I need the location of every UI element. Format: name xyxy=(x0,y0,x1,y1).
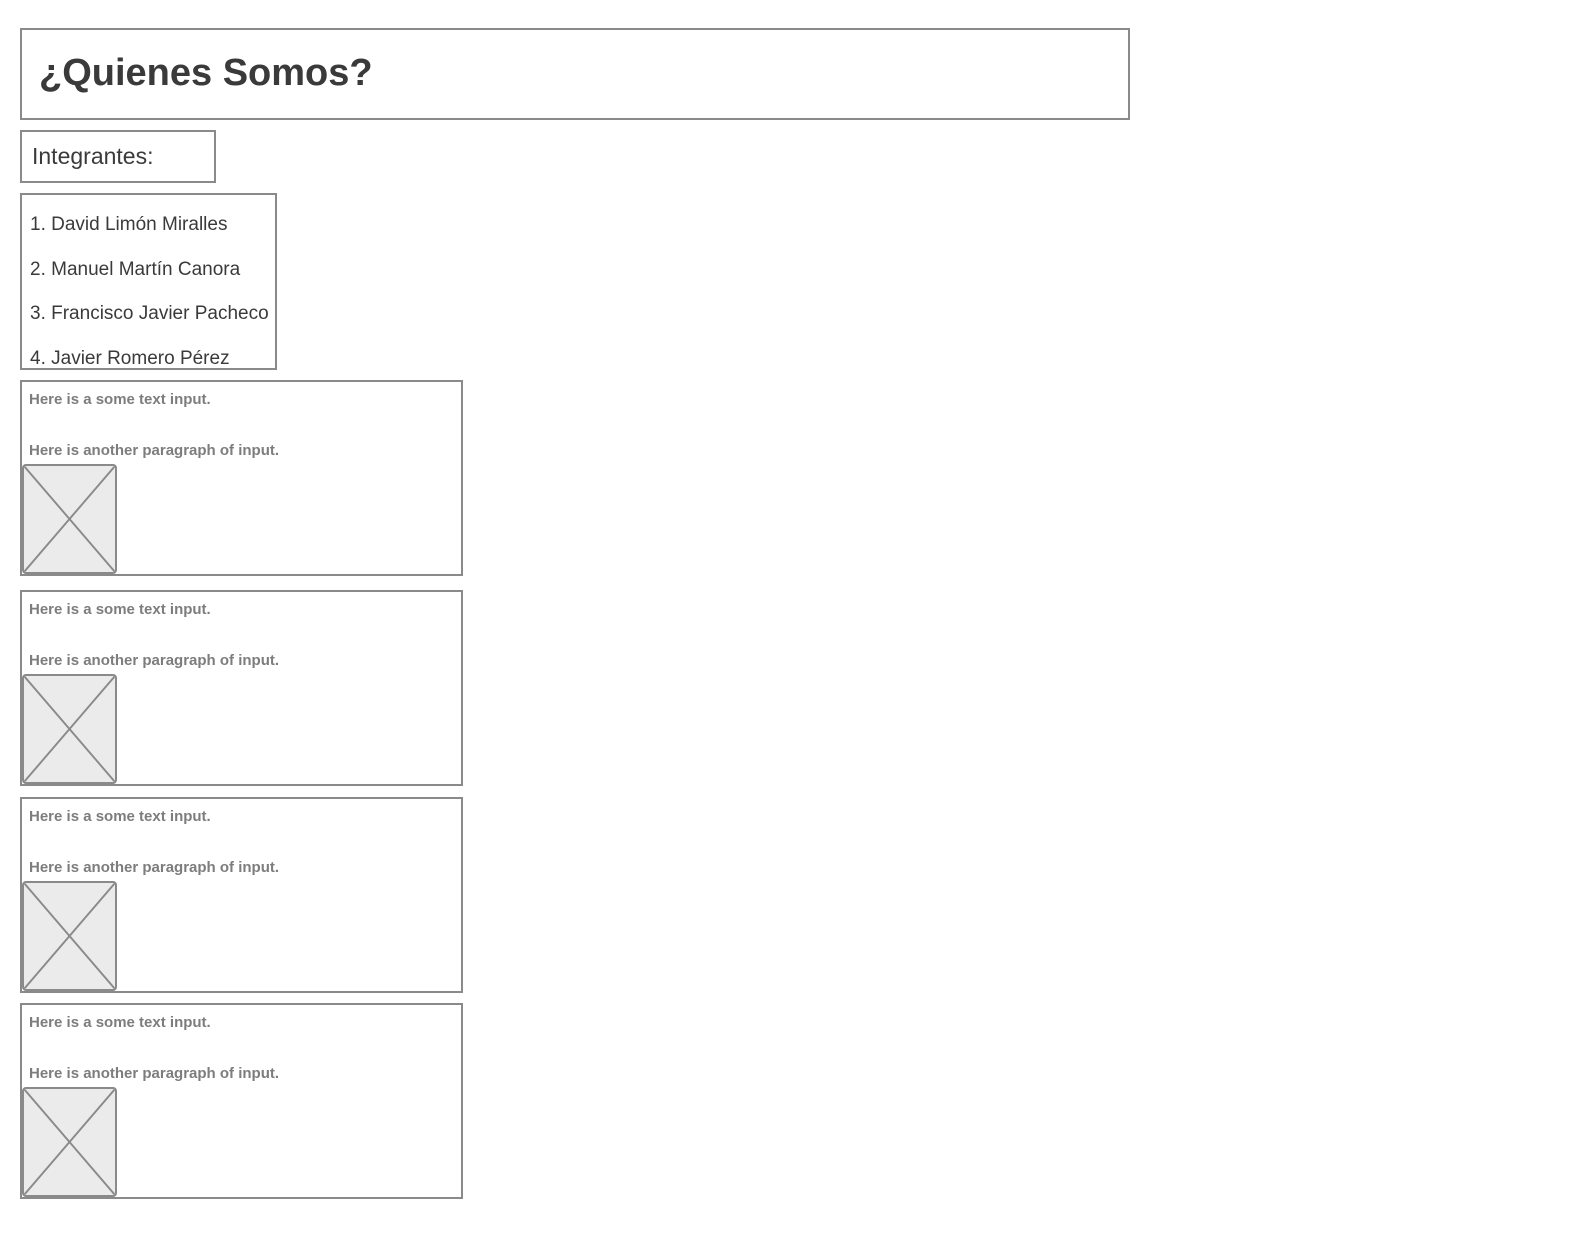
page-title-box: ¿Quienes Somos? xyxy=(20,28,1130,120)
card-paragraph: Here is another paragraph of input. xyxy=(29,859,280,876)
members-list-box: 1. David Limón Miralles 2. Manuel Martín… xyxy=(20,193,277,370)
member-card: Here is a some text input. Here is anoth… xyxy=(20,590,463,786)
member-card: Here is a some text input. Here is anoth… xyxy=(20,1003,463,1199)
card-text: Here is a some text input. xyxy=(29,601,211,618)
member-item: 4. Javier Romero Pérez xyxy=(30,347,230,369)
members-list: 1. David Limón Miralles 2. Manuel Martín… xyxy=(30,203,269,381)
image-placeholder-icon xyxy=(22,881,117,991)
card-paragraph: Here is another paragraph of input. xyxy=(29,652,280,669)
image-placeholder-icon xyxy=(22,674,117,784)
members-label: Integrantes: xyxy=(32,143,154,169)
card-text: Here is a some text input. xyxy=(29,1014,211,1031)
member-card: Here is a some text input. Here is anoth… xyxy=(20,380,463,576)
card-text: Here is a some text input. xyxy=(29,808,211,825)
member-item: 2. Manuel Martín Canora xyxy=(30,258,241,280)
card-text: Here is a some text input. xyxy=(29,391,211,408)
image-placeholder-icon xyxy=(22,1087,117,1197)
page-title: ¿Quienes Somos? xyxy=(39,52,373,94)
card-paragraph: Here is another paragraph of input. xyxy=(29,1065,280,1082)
card-paragraph: Here is another paragraph of input. xyxy=(29,442,280,459)
member-card: Here is a some text input. Here is anoth… xyxy=(20,797,463,993)
member-item: 3. Francisco Javier Pacheco xyxy=(30,303,269,324)
image-placeholder-icon xyxy=(22,464,117,574)
member-item: 1. David Limón Miralles xyxy=(30,214,228,235)
members-label-box: Integrantes: xyxy=(20,130,216,183)
